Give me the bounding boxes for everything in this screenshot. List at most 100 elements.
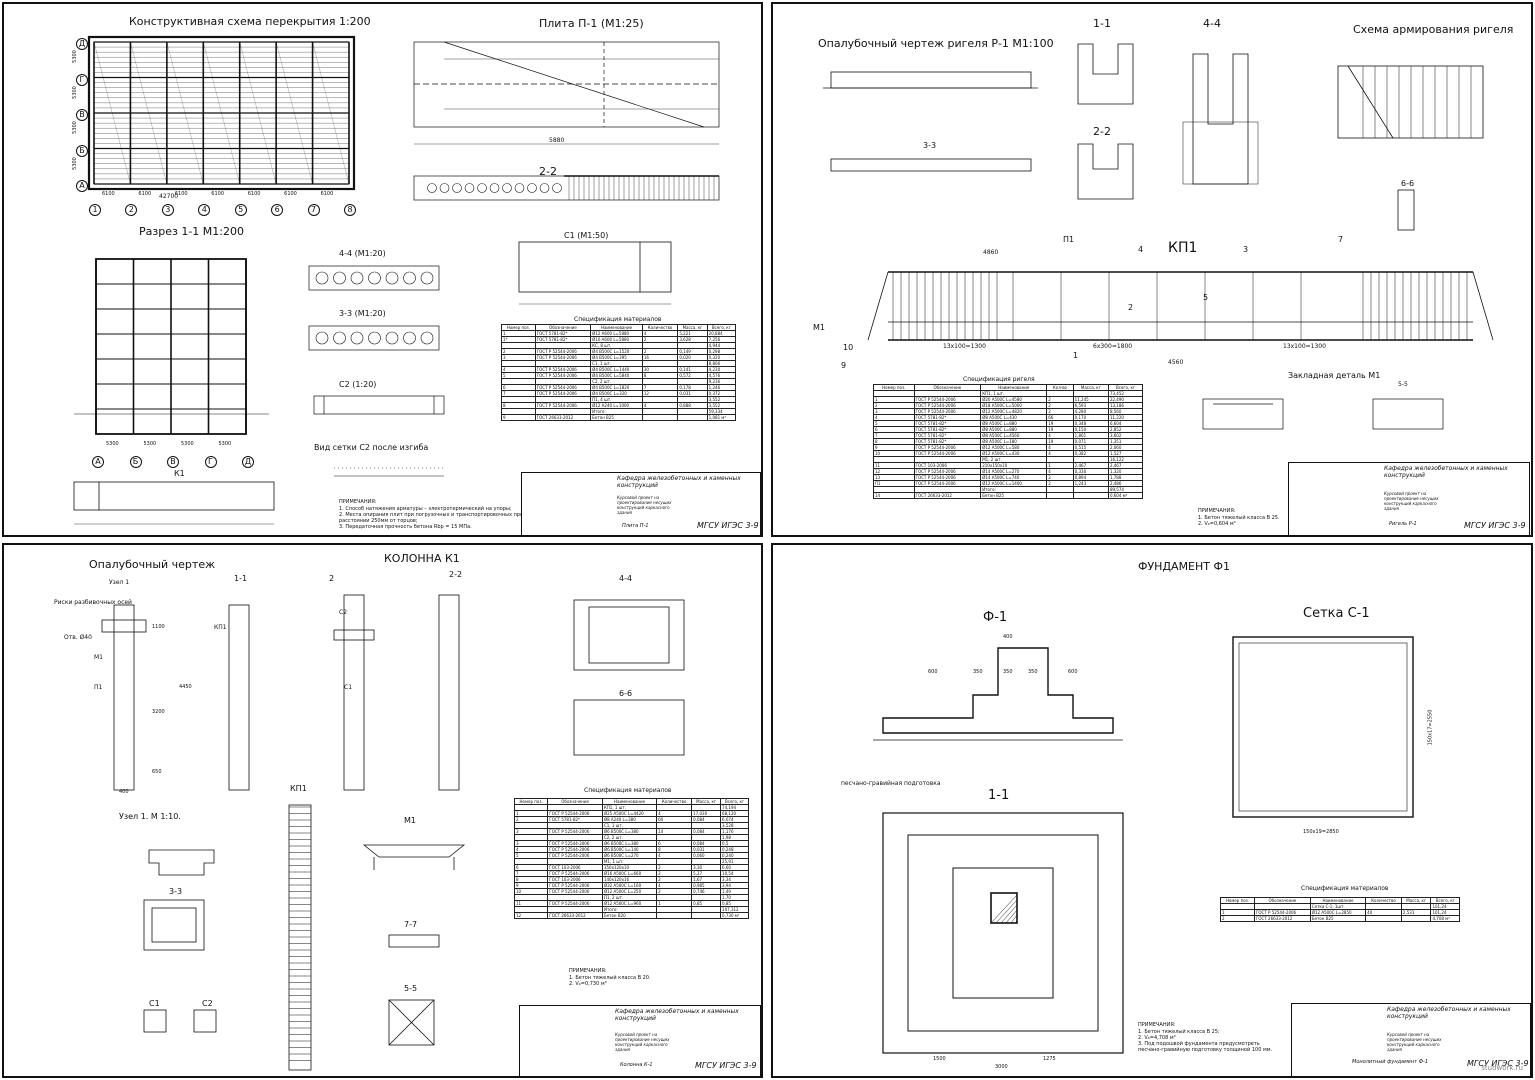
mesh-dim: 150х19=2850 [1303,829,1339,835]
section-spacing-label: 5300 [143,441,157,447]
section-title: Разрез 1-1 М1:200 [139,225,244,238]
title-block-slab: Кафедра железобетонных и каменных констр… [521,472,761,535]
beam-m1-title: Закладная деталь М1 [1288,371,1381,380]
spec-cell [656,912,693,919]
sheet-column: Опалубочный чертеж КОЛОННА К1 1-1 2 2-2 … [2,543,763,1078]
plan-row-spacing: 5300 [71,121,78,134]
column-label: С2 [339,609,348,616]
stamp-code: МГСУ ИГЭС 3-9 [1464,521,1526,530]
stamp-code: МГСУ ИГЭС 3-9 [1467,1059,1529,1068]
spec-cell: ГОСТ 26633-2012 [547,912,603,919]
axis-letter-А: А [76,180,88,192]
section-axis-Г: Г [204,456,217,468]
stamp-project: Курсовой проект на проектирование несущи… [615,1032,670,1052]
column-22-title: 2-2 [449,570,463,579]
section-44-title: 4-4 (М1:20) [339,249,386,258]
axis-letter-В: В [76,109,88,121]
beam-dim: 4560 [1168,359,1184,366]
plan-spacing-label: 6100 [102,191,115,197]
notes-title-foundation: ПРИМЕЧАНИЯ: [1138,1022,1176,1028]
column-main-title: КОЛОННА К1 [384,552,460,565]
stamp-project: Курсовой проект на проектирование несущи… [1384,491,1439,511]
column-dim: 650 [152,769,162,775]
beam-pos-label: П1 [1063,235,1075,244]
section-axis-В: В [167,456,179,468]
column-33-title: 3-3 [169,887,183,896]
k1-title: К1 [174,469,185,478]
beam-55-title: 5-5 [1398,381,1408,388]
beam-pos-label: 3 [1243,245,1249,254]
note-line: 1. Бетон тяжелый класса В 25. [1198,515,1280,521]
plan-row-spacing: 5300 [71,85,78,99]
spec-cell: 0,730 м³ [720,912,749,919]
plan-row-spacing: 5300 [71,50,78,63]
beam-dim: 6х300=1800 [1093,343,1133,350]
axis-number-4: 4 [198,204,211,216]
plan-spacing-label: 6100 [284,191,297,197]
sheet-slab: Конструктивная схема перекрытия 1:200 Пл… [2,2,763,537]
column-c2-title: С2 [202,999,213,1008]
axis-number-1: 1 [89,204,101,216]
plan-spacing-label: 6100 [247,191,261,197]
c1-title: С1 (М1:50) [564,231,609,240]
title-block-beam: Кафедра железобетонных и каменных констр… [1288,462,1530,535]
foundation-dim: 350 [973,669,983,675]
notes-title-beam: ПРИМЕЧАНИЯ: [1198,508,1236,514]
section-axis-А: А [92,456,104,468]
note-line: 2. V₆=0,730 м³ [569,981,607,987]
notes-title-slab: ПРИМЕЧАНИЯ: [339,499,377,505]
beam-66-title: 6-6 [1401,179,1415,188]
spec-title-foundation: Спецификация материалов [1301,885,1389,892]
note-line: 3. Под подошвой фундамента предусмотреть [1138,1041,1260,1047]
column-44-title: 4-4 [619,574,633,583]
spec-cell [641,414,679,421]
sheet1-drawing [73,35,720,525]
spec-cell: Бетон В25 [980,492,1048,499]
foundation-11-title: 1-1 [988,788,1010,803]
axis-letter-Б: Б [76,144,88,157]
foundation-main-title: ФУНДАМЕНТ Ф1 [1138,560,1230,573]
sheet2-drawing [823,43,1494,430]
note-line: 2. V₆=0,604 м³ [1198,521,1236,527]
section-axis-Б: Б [129,456,142,468]
column-66-title: 6-6 [619,689,633,698]
column-11-title: 1-1 [234,574,248,583]
note-line: 1. Способ натяжения арматуры – электроте… [339,506,512,512]
column-label: Узел 1 [109,579,130,586]
spec-cell [1400,915,1432,922]
column-c1-title: С1 [149,999,160,1008]
note-line: 2. V₆=4,708 м³ [1138,1035,1176,1041]
spec-cell [1046,492,1074,499]
beam-pos-label: 1 [1073,351,1079,360]
column-kp1-title: КП1 [290,784,307,793]
spec-cell [1072,492,1109,499]
note-line: песчано-гравийную подготовку толщиной 10… [1138,1047,1273,1053]
column-dim: 1100 [152,624,165,630]
sheet-foundation: ФУНДАМЕНТ Ф1 Ф-1 Сетка С-1 1-1 песчано-г… [771,543,1533,1078]
column-label: Риски разбивочных осей [54,599,132,606]
axis-number-3: 3 [161,204,174,216]
column-label: М1 [94,654,103,661]
axis-number-8: 8 [344,204,356,216]
spec-cell: 0,604 м³ [1107,492,1144,499]
column-node-title: Узел 1. М 1:10. [119,812,181,821]
stamp-code: МГСУ ИГЭС 3-9 [695,1061,757,1070]
column-form-title: Опалубочный чертеж [89,558,216,571]
mesh-dim: 150х17=2550 [1427,709,1434,746]
beam-dim: 13х100=1300 [943,343,986,350]
column-2-title: 2 [329,574,335,583]
stamp-sheet-name: Плита П-1 [622,523,649,529]
plan-row-spacing: 5300 [71,156,78,170]
section-spacing-label: 5300 [181,441,194,447]
